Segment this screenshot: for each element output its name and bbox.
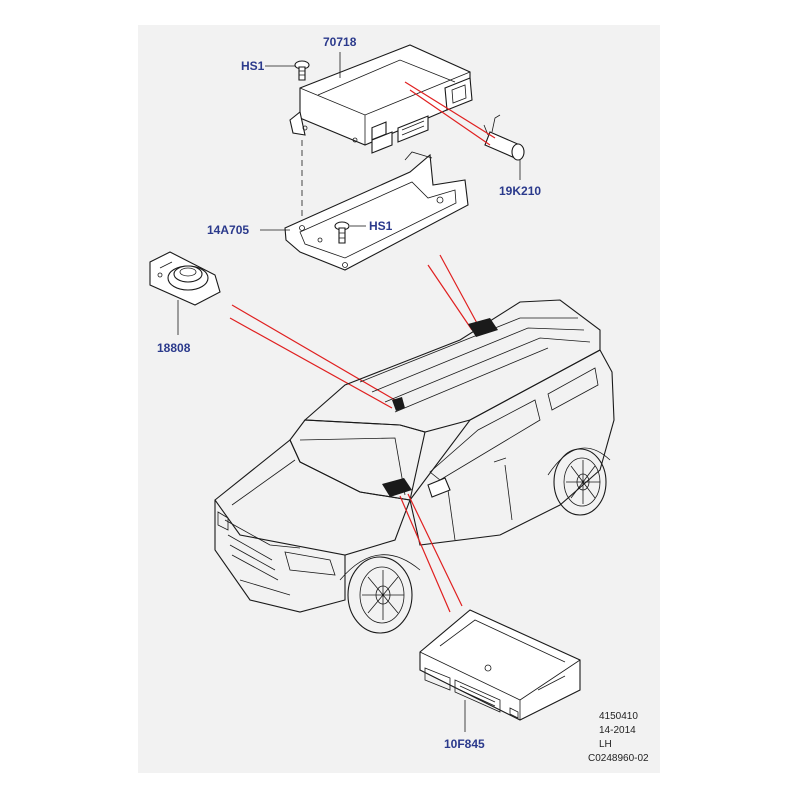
red-leader-8 <box>407 493 463 607</box>
red-leader-3 <box>231 304 396 401</box>
callout-hs1-top: HS1 <box>241 59 265 73</box>
callout-18808: 18808 <box>157 341 191 355</box>
roof-module-marker <box>468 318 498 337</box>
module-70718 <box>289 44 473 154</box>
red-leader-1 <box>404 81 496 139</box>
module-10f845 <box>419 609 581 721</box>
callout-14a705: 14A705 <box>207 223 249 237</box>
vehicle-outline <box>214 299 615 634</box>
ref-line-4: C0248960-02 <box>588 753 649 764</box>
ref-line-3: LH <box>599 739 612 750</box>
red-leader-6 <box>427 264 473 331</box>
ref-line-2: 14-2014 <box>599 725 636 736</box>
headliner-module-marker <box>392 397 405 411</box>
red-leader-2 <box>409 89 491 146</box>
red-leader-5 <box>439 254 479 326</box>
ref-line-1: 4150410 <box>599 711 638 722</box>
callout-70718: 70718 <box>323 35 357 49</box>
dash-module-marker <box>382 478 412 497</box>
callout-10f845: 10F845 <box>444 737 485 751</box>
bolt-hs1-bracket <box>334 221 350 244</box>
sensor-18808 <box>149 251 221 306</box>
callout-19k210: 19K210 <box>499 184 541 198</box>
bracket-14a705 <box>284 151 469 271</box>
red-leader-7 <box>399 495 451 613</box>
cylinder-19k210 <box>483 114 525 161</box>
bolt-hs1-top <box>294 60 310 81</box>
callout-hs1-bracket: HS1 <box>369 219 393 233</box>
red-leader-4 <box>229 317 393 409</box>
